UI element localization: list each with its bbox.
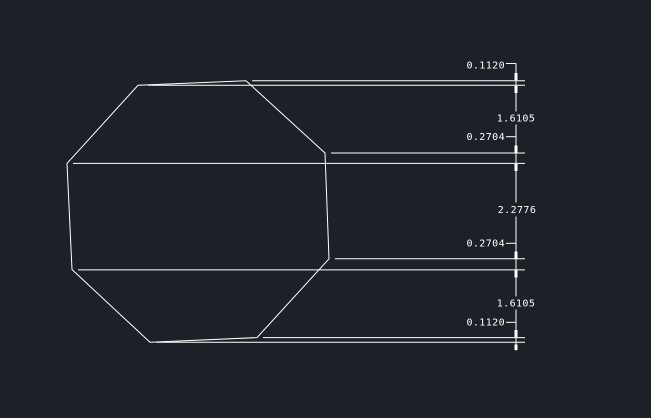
dimension-label: 1.6105	[497, 299, 536, 310]
dimension-label: 0.1120	[466, 318, 505, 329]
dimension-arrowhead-3	[514, 164, 518, 171]
dimension-arrowhead-1	[514, 86, 518, 93]
dimension-arrowhead-2	[514, 145, 518, 153]
octagon-outline[interactable]	[66, 80, 330, 343]
dimension-label: 2.2776	[498, 205, 537, 216]
dimension-label: 0.2704	[466, 132, 505, 143]
dimension-chain[interactable]: 0.1120 1.6105 0.2704 2.2776 0.2704 1.6105 0.11…	[73, 61, 536, 351]
dimension-label: 1.6105	[497, 114, 536, 125]
dimension-label: 0.2704	[466, 239, 505, 250]
dimension-arrowhead-4	[514, 251, 518, 259]
dimension-arrowhead-5	[514, 270, 518, 278]
dimension-arrowhead-0	[514, 73, 518, 80]
dimension-arrowhead-7	[514, 344, 518, 350]
dimension-arrowhead-6	[514, 330, 518, 337]
dimension-label: 0.1120	[466, 61, 505, 72]
